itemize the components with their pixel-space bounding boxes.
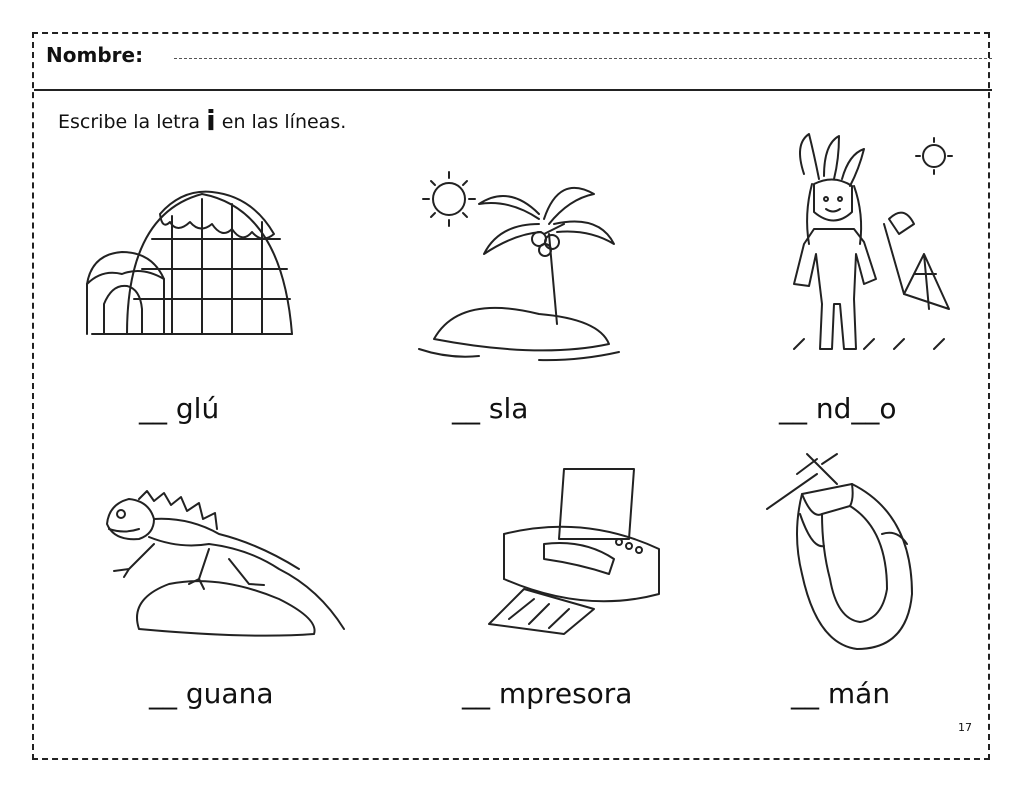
name-label: Nombre: — [46, 43, 144, 67]
name-writing-line[interactable] — [174, 58, 992, 59]
magnet-icon — [766, 453, 913, 650]
word-native-child: __ nd__o — [779, 392, 897, 425]
word-iguana: __ guana — [149, 677, 274, 710]
iguana-icon — [106, 490, 345, 637]
worksheet-frame: Nombre: Escribe la letra i en las líneas… — [32, 32, 992, 760]
igloo-icon — [86, 190, 293, 335]
instructions-text-before: Escribe la letra — [58, 111, 207, 133]
header-divider — [34, 89, 992, 91]
word-printer: __ mpresora — [462, 677, 633, 710]
instructions: Escribe la letra i en las líneas. — [58, 104, 346, 137]
word-island: __ sla — [452, 392, 529, 425]
word-igloo: __ glú — [139, 392, 220, 425]
island-icon — [418, 171, 620, 362]
instructions-text-after: en las líneas. — [215, 111, 347, 133]
printer-icon — [488, 468, 660, 635]
word-magnet: __ mán — [791, 677, 891, 710]
native-child-icon — [793, 133, 953, 350]
instructions-letter: i — [206, 104, 216, 137]
page-number: 17 — [958, 721, 972, 734]
